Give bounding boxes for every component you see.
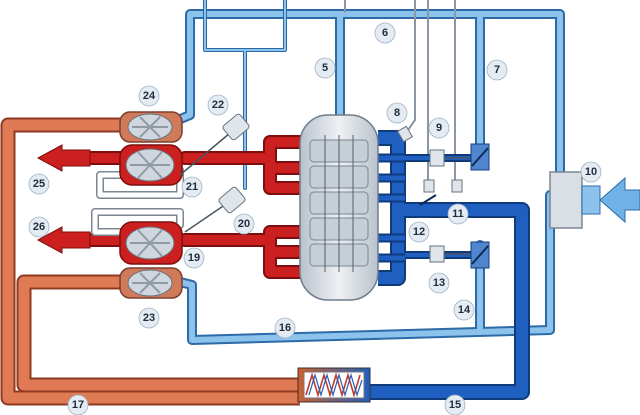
callout-26: 26 — [28, 216, 50, 238]
throttle-valve-icon — [470, 241, 490, 269]
callout-number: 15 — [449, 399, 461, 411]
callout-bubble — [428, 272, 450, 294]
callout-number: 19 — [188, 252, 200, 264]
wastegate-actuator-icon — [179, 113, 250, 176]
callout-number: 6 — [382, 27, 388, 39]
callout-21: 21 — [181, 176, 203, 198]
callout-number: 21 — [186, 181, 198, 193]
callout-number: 20 — [238, 218, 250, 230]
callout-number: 10 — [585, 166, 597, 178]
sensor-8 — [396, 125, 414, 143]
exhaust-outlet-arrow-icon — [36, 144, 91, 172]
engine-block — [299, 114, 379, 301]
callout-bubble — [444, 394, 466, 415]
callout-number: 11 — [452, 208, 464, 220]
callout-number: 26 — [33, 221, 45, 233]
callout-13: 13 — [428, 272, 450, 294]
callout-number: 14 — [458, 304, 471, 316]
sensor-9 — [429, 149, 470, 167]
callout-6: 6 — [374, 22, 396, 44]
callout-labels: 5 6 7 8 9 10 11 12 13 14 15 16 17 19 20 21 22 23 24 25 26 — [28, 22, 602, 415]
throttle-valve-icon — [470, 143, 490, 171]
callout-17: 17 — [67, 394, 89, 415]
hot-charge-lines — [0, 117, 300, 406]
callout-22: 22 — [207, 94, 229, 116]
callout-23: 23 — [138, 307, 160, 329]
callout-bubble — [274, 317, 296, 339]
callout-14: 14 — [453, 299, 475, 321]
wastegate-actuator-icon — [184, 186, 246, 233]
turbine-icon — [119, 144, 183, 186]
callout-bubble — [314, 57, 336, 79]
callout-11: 11 — [447, 203, 469, 225]
callout-bubble — [580, 161, 602, 183]
intercooler-coil-icon — [297, 367, 371, 403]
callout-20: 20 — [233, 213, 255, 235]
callout-number: 22 — [212, 99, 224, 111]
callout-number: 24 — [143, 90, 156, 102]
callout-bubble — [28, 173, 50, 195]
callout-25: 25 — [28, 173, 50, 195]
callout-bubble — [138, 307, 160, 329]
callout-number: 9 — [436, 122, 442, 134]
callout-9: 9 — [428, 117, 450, 139]
callout-bubble — [486, 59, 508, 81]
callout-number: 25 — [33, 178, 45, 190]
exhaust-outlet-arrow-icon — [36, 226, 91, 254]
callout-bubble — [233, 213, 255, 235]
callout-7: 7 — [486, 59, 508, 81]
turbine-icon — [119, 221, 183, 265]
callout-bubble — [428, 117, 450, 139]
compressor-icon — [119, 267, 183, 299]
callout-number: 7 — [494, 64, 500, 76]
callout-bubble — [207, 94, 229, 116]
callout-number: 5 — [322, 62, 328, 74]
compressor-icon — [119, 111, 183, 143]
cold-air-lines — [173, 0, 565, 345]
callout-bubble — [28, 216, 50, 238]
callout-12: 12 — [408, 221, 430, 243]
callout-number: 13 — [433, 277, 445, 289]
callout-bubble — [181, 176, 203, 198]
callout-bubble — [183, 247, 205, 269]
callout-24: 24 — [138, 85, 160, 107]
callout-bubble — [138, 85, 160, 107]
callout-8: 8 — [386, 102, 408, 124]
callout-10: 10 — [580, 161, 602, 183]
callout-bubble — [447, 203, 469, 225]
sensor-13 — [429, 245, 470, 263]
callout-number: 17 — [72, 399, 84, 411]
callout-bubble — [67, 394, 89, 415]
callout-15: 15 — [444, 394, 466, 415]
sensor-12 — [419, 179, 437, 206]
air-filter-icon — [549, 171, 601, 229]
charge-air-lines — [370, 130, 530, 400]
callout-bubble — [453, 299, 475, 321]
callout-number: 12 — [413, 226, 425, 238]
callout-19: 19 — [183, 247, 205, 269]
callout-number: 8 — [394, 107, 400, 119]
callout-bubble — [374, 22, 396, 44]
callout-number: 23 — [143, 312, 155, 324]
callout-bubble — [386, 102, 408, 124]
intake-air-arrow-icon — [599, 176, 640, 224]
callout-number: 16 — [279, 322, 291, 334]
sensor-11 — [451, 179, 463, 193]
callout-bubble — [408, 221, 430, 243]
callout-16: 16 — [274, 317, 296, 339]
callout-5: 5 — [314, 57, 336, 79]
